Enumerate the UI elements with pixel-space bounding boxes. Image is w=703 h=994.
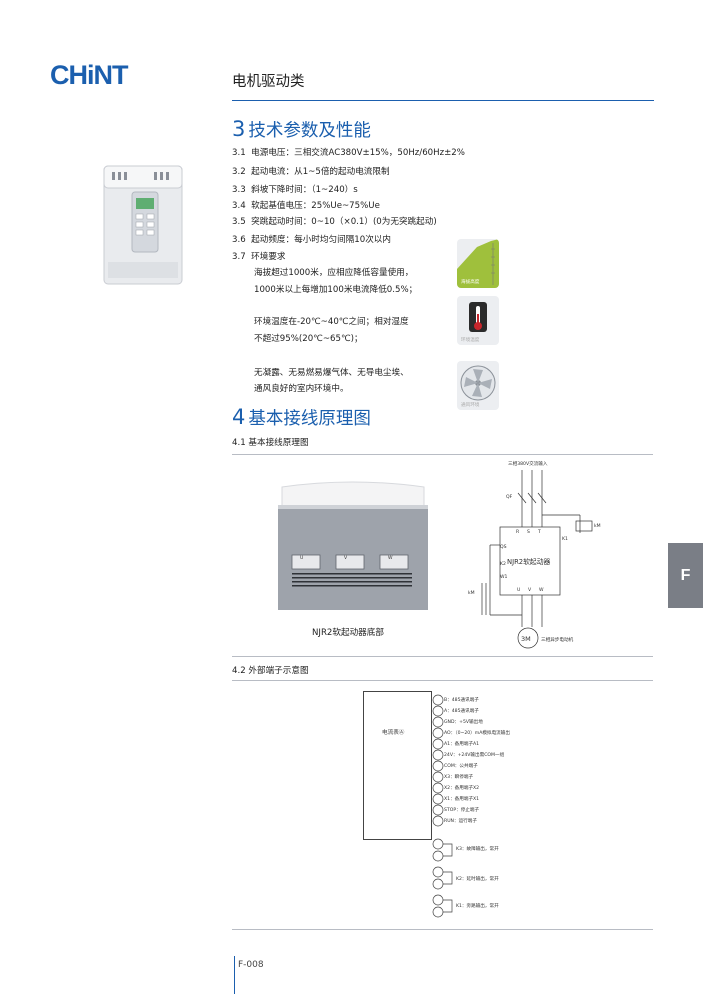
terminal-label: RUN：运行端子 bbox=[444, 819, 477, 824]
temperature-label: 环境温度 bbox=[461, 338, 480, 343]
wiring-starter-label: NJR2软起动器 bbox=[507, 558, 551, 566]
section-3-number: 3 bbox=[232, 117, 246, 141]
section-3-title: 技术参数及性能 bbox=[248, 121, 371, 141]
motor-label: 三相异步电动机 bbox=[541, 638, 574, 643]
terminal-label: A：485通讯端子 bbox=[444, 709, 479, 714]
divider bbox=[232, 680, 653, 681]
terminal-u-label: U bbox=[300, 556, 304, 561]
soft-starter-photo bbox=[103, 165, 183, 285]
terminal-column bbox=[428, 693, 448, 833]
footer-bar bbox=[234, 956, 235, 994]
divider bbox=[232, 454, 653, 455]
section-4-title: 基本接线原理图 bbox=[248, 409, 371, 429]
terminal-block bbox=[363, 691, 432, 840]
wiring-v-label: V bbox=[528, 588, 532, 593]
wiring-u-label: U bbox=[517, 588, 521, 593]
divider bbox=[232, 656, 653, 657]
subsection-4-1: 4.1 基本接线原理图 bbox=[232, 438, 309, 448]
wiring-w-label: W bbox=[539, 588, 544, 593]
wiring-w1-label: W1 bbox=[500, 575, 508, 580]
env-text: 1000米以上每增加100米电流降低0.5%； bbox=[254, 285, 418, 295]
subsection-4-2: 4.2 外部端子示意图 bbox=[232, 666, 309, 676]
spec-item: 3.4 软起基值电压：25%Ue~75%Ue bbox=[232, 201, 380, 211]
terminal-label: A1：备用端子A1 bbox=[444, 742, 480, 747]
chapter-tab: F bbox=[668, 543, 703, 608]
wiring-s-label: S bbox=[527, 530, 530, 535]
terminal-label: X2：备用端子X2 bbox=[444, 786, 480, 791]
ventilation-label: 通风环境 bbox=[461, 403, 480, 408]
spec-item: 3.1 电源电压：三相交流AC380V±15%，50Hz/60Hz±2% bbox=[232, 148, 465, 158]
wiring-k2-label: K2 bbox=[500, 562, 506, 567]
altitude-label: 海拔高度 bbox=[461, 280, 480, 285]
env-text: 不超过95%(20℃~65℃)； bbox=[254, 334, 363, 344]
spec-item: 3.3 斜坡下降时间：（1~240）s bbox=[232, 185, 358, 195]
section-title: 电机驱动类 bbox=[232, 74, 305, 90]
terminal-label: AO：（0~20）mA模拟电流输出 bbox=[444, 731, 510, 736]
ammeter-label: 电流表Ⓐ bbox=[382, 730, 405, 736]
env-text: 无凝露、无易燃易爆气体、无导电尘埃、 bbox=[254, 368, 409, 378]
header-divider bbox=[232, 100, 654, 101]
relay-label: K3：故障输出，常开 bbox=[456, 847, 499, 852]
wiring-km-label: kM bbox=[594, 524, 601, 529]
thermometer-icon: 环境温度 bbox=[457, 296, 499, 345]
wiring-qs-label: QS bbox=[500, 545, 507, 550]
terminal-label: 24V：+24V输出需COM一组 bbox=[444, 753, 505, 758]
spec-item: 3.2 起动电流：从1~5倍的起动电流限制 bbox=[232, 167, 390, 177]
relay-label: K1：旁路输出，常开 bbox=[456, 904, 499, 909]
terminal-label: COM：公共端子 bbox=[444, 764, 478, 769]
spec-item: 3.5 突跳起动时间：0~10（×0.1）(0为无突跳起动) bbox=[232, 217, 437, 227]
altitude-icon: 海拔高度 bbox=[457, 239, 499, 288]
wiring-input-label: 三相380V交流输入 bbox=[508, 462, 548, 467]
env-text: 通风良好的室内环境中。 bbox=[254, 384, 349, 394]
terminal-w-label: W bbox=[388, 556, 393, 561]
terminal-label: STOP：停止端子 bbox=[444, 808, 480, 813]
env-text: 海拔超过1000米，应相应降低容量使用， bbox=[254, 268, 414, 278]
terminal-label: GND：+5V输出地 bbox=[444, 720, 483, 725]
brand-logo: CHiNT bbox=[50, 60, 128, 90]
section-4-number: 4 bbox=[232, 405, 246, 429]
fan-icon: 通风环境 bbox=[457, 361, 499, 410]
wiring-t-label: T bbox=[538, 530, 541, 535]
motor-symbol-label: 3M bbox=[521, 635, 531, 643]
photo-caption: NJR2软起动器底部 bbox=[312, 628, 384, 638]
wiring-qf-label: QF bbox=[506, 495, 513, 500]
terminal-label: X1：备用端子X1 bbox=[444, 797, 480, 802]
env-text: 环境温度在-20℃~40℃之间；相对湿度 bbox=[254, 317, 409, 327]
divider bbox=[232, 929, 653, 930]
spec-item: 3.7 环境要求 bbox=[232, 252, 286, 262]
page-number: F-008 bbox=[238, 960, 264, 970]
relay-label: K2：延时输出，常开 bbox=[456, 877, 499, 882]
relay-terminals bbox=[432, 838, 453, 918]
starter-bottom-photo bbox=[278, 481, 428, 610]
terminal-v-label: V bbox=[344, 556, 348, 561]
spec-item: 3.6 起动频度：每小时均匀间隔10次以内 bbox=[232, 235, 391, 245]
wiring-diagram bbox=[481, 470, 593, 649]
wiring-km2-label: kM bbox=[468, 591, 475, 596]
wiring-r-label: R bbox=[516, 530, 520, 535]
terminal-label: B：485通讯端子 bbox=[444, 698, 479, 703]
terminal-label: X3：瞬停端子 bbox=[444, 775, 474, 780]
wiring-k1-label: K1 bbox=[562, 537, 568, 542]
